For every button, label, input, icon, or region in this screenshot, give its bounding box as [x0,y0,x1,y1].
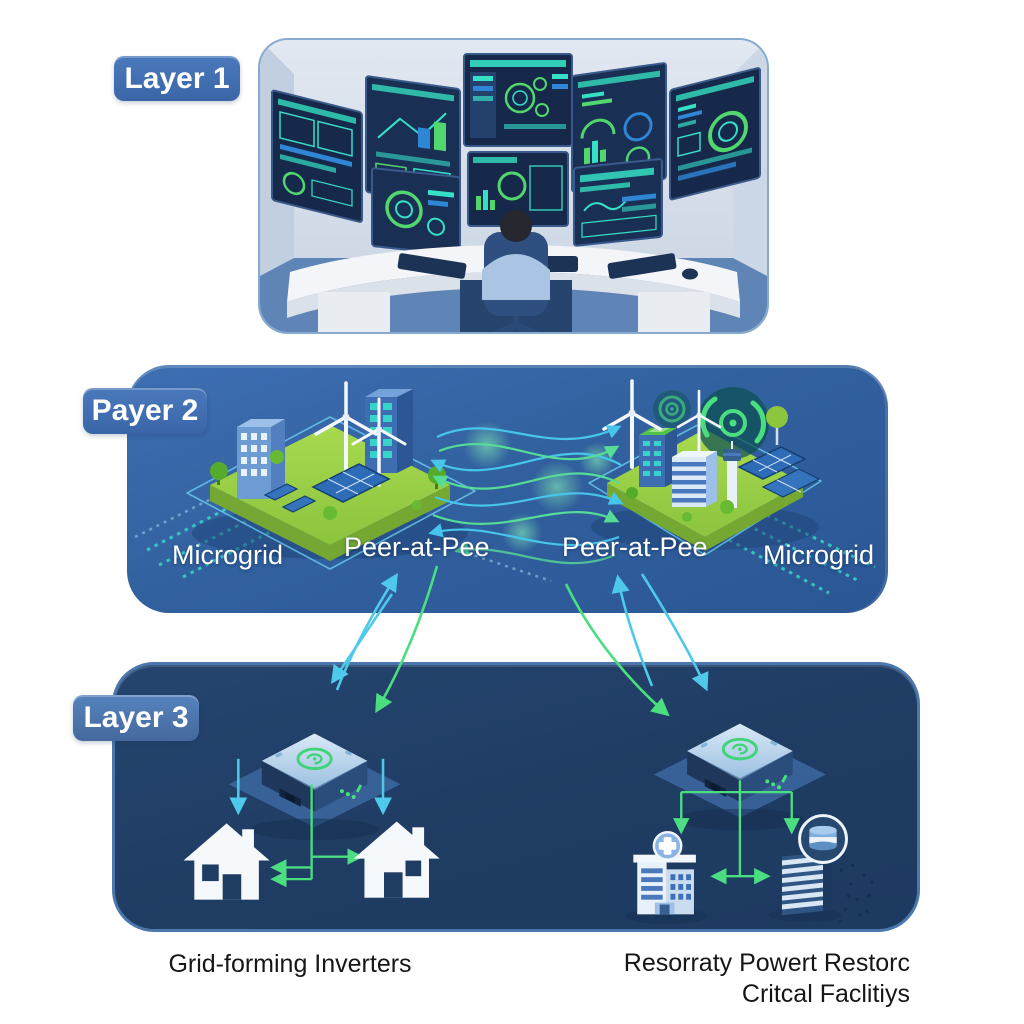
control-room-illustration [258,38,769,334]
p2p-arrows [428,425,624,565]
label-p2p-left: Peer-at-Pee [344,532,490,562]
layer1-badge: Layer 1 [114,56,240,101]
caption-critical-facilities: Resorraty Powert Restorc Critcal Facliti… [600,948,910,1010]
control-tower-icon [723,441,741,508]
caption-critical-line2: Critcal Faclitiys [741,980,910,1008]
house-icon [183,823,270,900]
particle-dots [838,863,874,923]
layer1-badge-label: Layer 1 [124,62,230,95]
mouse-icon [682,268,698,280]
medical-cross-icon [652,830,683,861]
monitor-wall [271,53,761,256]
house-icon [353,821,440,898]
microgrid-island-right [588,379,822,556]
building-icon [237,419,285,499]
magnifier-icon [798,814,848,864]
microgrid-island-left [186,381,476,570]
house-distribution-arrows [229,758,392,888]
radar-signal-icon [653,390,691,428]
battery-storage-icon [768,814,874,923]
layer3-badge: Layer 3 [73,695,199,741]
microgrid-scene [134,379,876,595]
operator-shirt [482,254,550,300]
layer3-panel [112,662,920,932]
control-room-scene [260,40,767,332]
solar-panel-icon [737,446,821,498]
label-p2p-right: Peer-at-Pee [562,532,708,562]
building-icon [672,451,717,507]
caption-critical-line1: Resorraty Powert Restorc [623,949,910,977]
solar-panel-icon [263,463,391,513]
label-microgrid-left: Microgrid [172,540,284,570]
hospital-icon [625,830,708,925]
wind-turbine-icon [676,389,722,455]
radar-signal-icon [697,387,769,459]
desk [287,245,740,332]
inverter-scene [183,722,874,925]
building-icon [639,428,677,487]
inverter-device-left [227,731,403,842]
operator-head [500,210,532,242]
caption-grid-forming-inverters: Grid-forming Inverters [168,950,412,978]
facility-distribution-arrows [673,780,800,885]
label-microgrid-right: Microgrid [763,540,875,570]
layer3-badge-label: Layer 3 [83,701,189,734]
operator [482,210,550,332]
layer2-badge-label: Payer 2 [91,394,199,427]
layer2-badge: Payer 2 [83,388,207,434]
layer2-panel [127,365,888,613]
tree-icon [626,406,788,522]
wind-turbine-icon [314,381,378,475]
